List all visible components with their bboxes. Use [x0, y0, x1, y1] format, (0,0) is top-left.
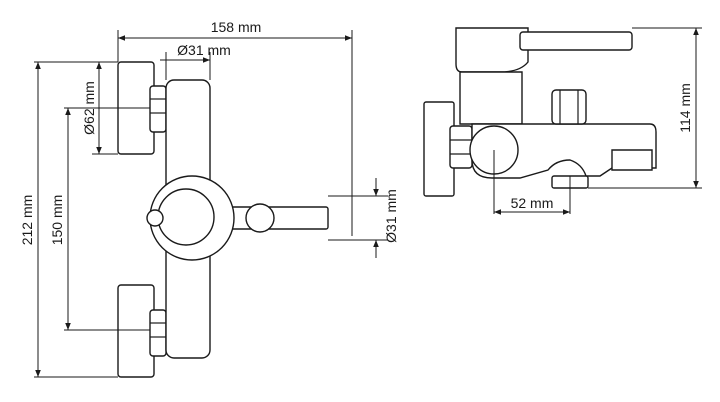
dim-overall-height: 212 mm: [19, 195, 35, 246]
bottom-inlet-nut: [149, 309, 167, 357]
diverter-knob: [146, 209, 164, 227]
dim-overall-width: 158 mm: [211, 19, 262, 35]
top-inlet-nut: [149, 85, 167, 133]
dim-flange-diameter: Ø62 mm: [81, 81, 97, 135]
side-aerator: [611, 149, 653, 171]
spout: [471, 123, 657, 179]
side-inlet-nut: [449, 125, 473, 169]
dim-projection: 52 mm: [511, 195, 554, 211]
side-view: 52 mm 114 mm: [423, 27, 702, 215]
dim-inlet-spacing: 150 mm: [49, 195, 65, 246]
dim-spout-diameter: Ø31 mm: [383, 189, 399, 243]
front-view: 158 mm Ø31 mm Ø62 mm 212 mm 150 mm Ø31 m…: [19, 19, 399, 378]
cartridge-housing: [455, 27, 529, 73]
dim-side-height: 114 mm: [677, 83, 693, 133]
dim-inlet-diameter: Ø31 mm: [177, 42, 231, 58]
diverter-top-knob: [551, 89, 587, 125]
lever-pivot: [245, 203, 275, 233]
side-lever: [519, 31, 633, 51]
bottom-wall-flange: [117, 284, 155, 378]
cartridge-cap: [157, 188, 215, 246]
side-body: [459, 71, 523, 125]
